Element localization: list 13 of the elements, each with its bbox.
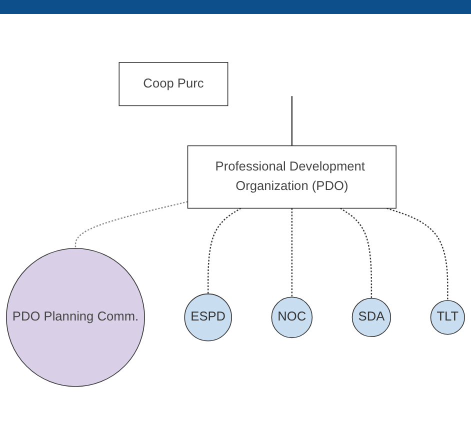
node-circle: TLT [430, 300, 465, 335]
connector [74, 201, 188, 248]
connector [386, 208, 448, 301]
node-circle: ESPD [184, 294, 232, 342]
connector [208, 208, 242, 294]
node-circle: SDA [352, 298, 392, 338]
node-circle: NOC [271, 296, 313, 338]
node-box: Professional Development Organization (PDO) [187, 145, 396, 209]
connector [291, 208, 293, 298]
node-box: Coop Purc [118, 62, 228, 106]
connector [340, 208, 372, 298]
node-circle: PDO Planning Comm. [6, 248, 145, 387]
connector [291, 96, 293, 146]
